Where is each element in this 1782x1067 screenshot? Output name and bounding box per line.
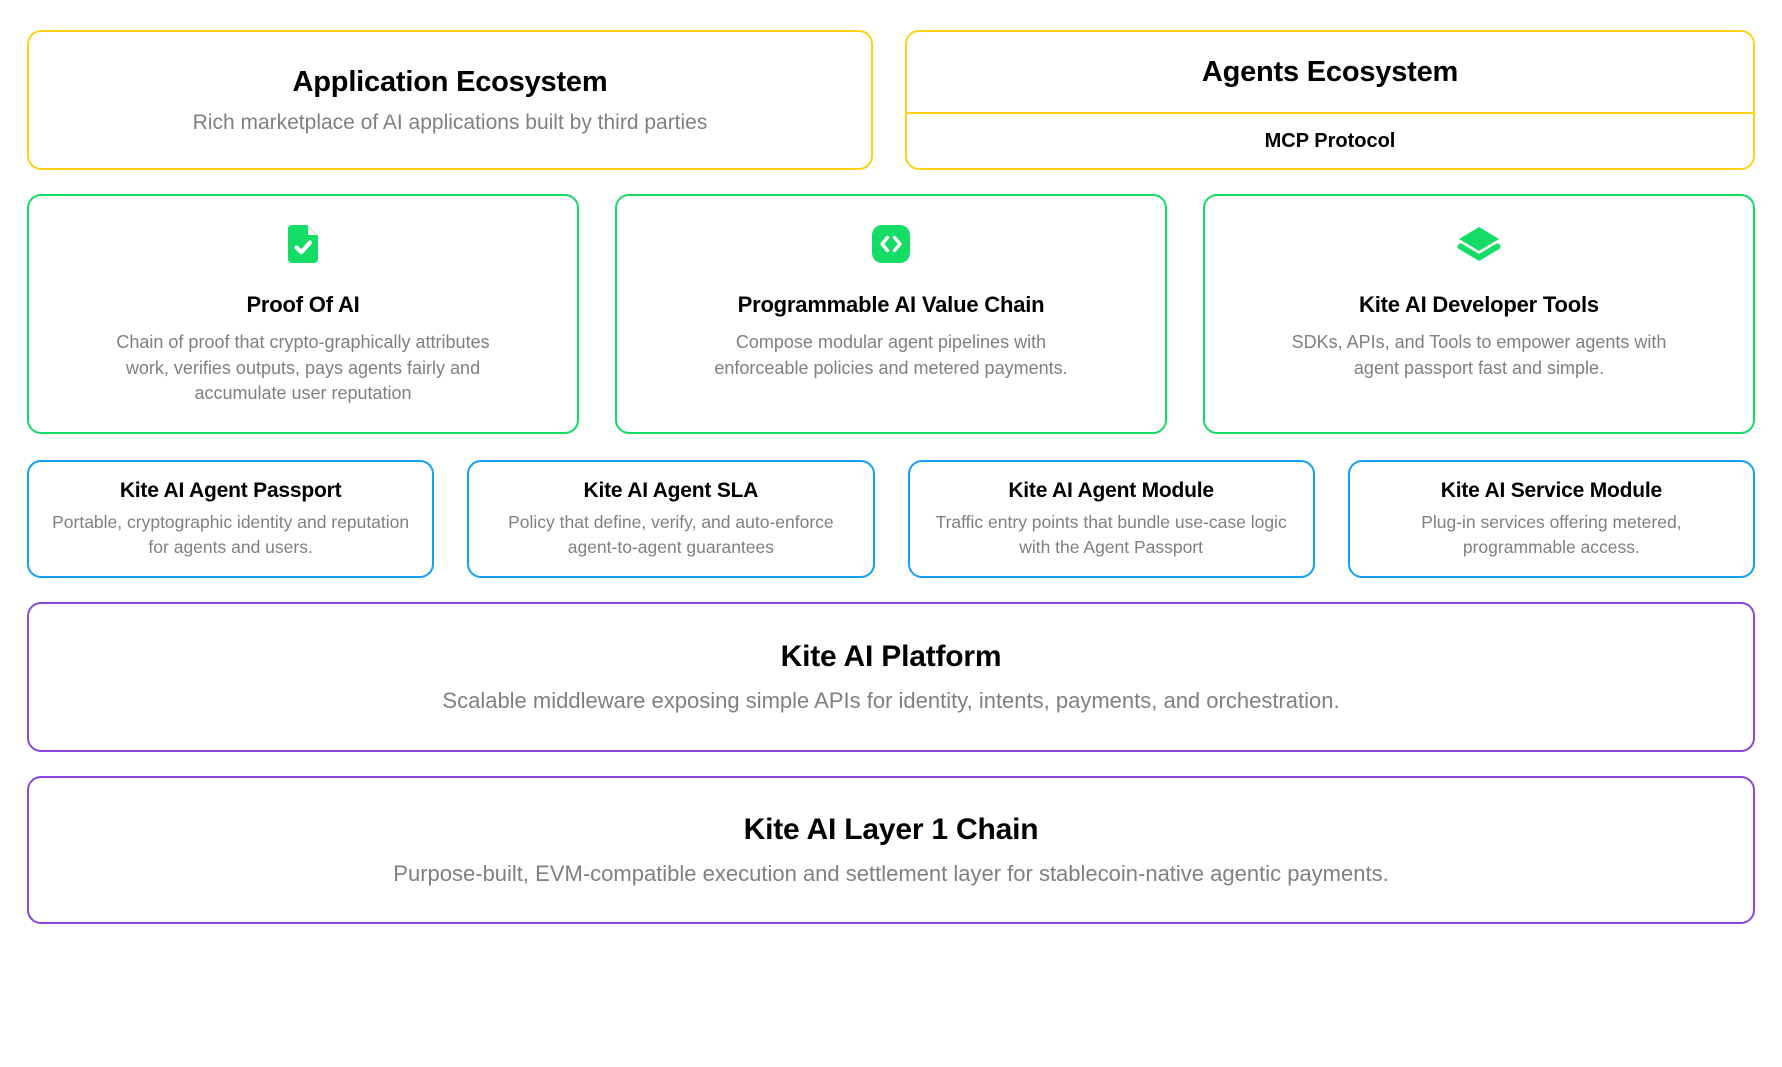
layer-description: Purpose-built, EVM-compatible execution …	[393, 861, 1389, 886]
capability-description: SDKs, APIs, and Tools to empower agents …	[1291, 332, 1667, 378]
layer-card-kite-ai-layer-1-chain[interactable]: Kite AI Layer 1 Chain Purpose-built, EVM…	[27, 776, 1755, 924]
module-description: Portable, cryptographic identity and rep…	[52, 512, 410, 557]
module-card-kite-ai-agent-sla[interactable]: Kite AI Agent SLA Policy that define, ve…	[467, 460, 875, 578]
capability-card-kite-ai-developer-tools[interactable]: Kite AI Developer Tools SDKs, APIs, and …	[1203, 194, 1755, 434]
document-check-icon	[288, 222, 318, 266]
module-card-kite-ai-agent-passport[interactable]: Kite AI Agent Passport Portable, cryptog…	[27, 460, 435, 578]
capability-card-proof-of-ai[interactable]: Proof Of AI Chain of proof that crypto-g…	[27, 194, 579, 434]
capability-description: Chain of proof that crypto-graphically a…	[116, 332, 490, 404]
chain-row: Kite AI Layer 1 Chain Purpose-built, EVM…	[27, 776, 1755, 924]
capabilities-row: Proof Of AI Chain of proof that crypto-g…	[27, 194, 1755, 434]
capability-description: Compose modular agent pipelines with enf…	[714, 332, 1068, 378]
mcp-protocol-strip[interactable]: MCP Protocol	[907, 114, 1753, 168]
code-brackets-icon	[872, 222, 910, 266]
module-description: Plug-in services offering metered, progr…	[1421, 512, 1682, 557]
agents-ecosystem-header: Agents Ecosystem	[907, 32, 1753, 114]
agents-ecosystem-title: Agents Ecosystem	[1201, 55, 1459, 88]
layer-title: Kite AI Layer 1 Chain	[743, 813, 1039, 846]
mcp-protocol-label: MCP Protocol	[1264, 129, 1396, 152]
application-ecosystem-title: Application Ecosystem	[292, 65, 608, 98]
capability-title: Kite AI Developer Tools	[1359, 292, 1599, 317]
layer-title: Kite AI Platform	[780, 640, 1002, 673]
application-ecosystem-description: Rich marketplace of AI applications buil…	[192, 110, 708, 134]
modules-row: Kite AI Agent Passport Portable, cryptog…	[27, 460, 1755, 578]
ecosystem-row: Application Ecosystem Rich marketplace o…	[27, 30, 1755, 170]
module-description: Traffic entry points that bundle use-cas…	[935, 512, 1287, 557]
module-description: Policy that define, verify, and auto-enf…	[508, 512, 834, 557]
layers-stack-icon	[1457, 222, 1501, 266]
module-title: Kite AI Service Module	[1440, 479, 1662, 503]
module-title: Kite AI Agent SLA	[583, 479, 759, 503]
module-title: Kite AI Agent Module	[1008, 479, 1214, 503]
layer-description: Scalable middleware exposing simple APIs…	[442, 688, 1340, 713]
capability-title: Proof Of AI	[246, 292, 360, 317]
capability-card-programmable-ai-value-chain[interactable]: Programmable AI Value Chain Compose modu…	[615, 194, 1167, 434]
module-title: Kite AI Agent Passport	[119, 479, 342, 503]
platform-row: Kite AI Platform Scalable middleware exp…	[27, 602, 1755, 752]
application-ecosystem-card[interactable]: Application Ecosystem Rich marketplace o…	[27, 30, 873, 170]
capability-title: Programmable AI Value Chain	[737, 292, 1045, 317]
module-card-kite-ai-service-module[interactable]: Kite AI Service Module Plug-in services …	[1347, 460, 1755, 578]
agents-ecosystem-card[interactable]: Agents Ecosystem MCP Protocol	[905, 30, 1755, 170]
module-card-kite-ai-agent-module[interactable]: Kite AI Agent Module Traffic entry point…	[907, 460, 1315, 578]
layer-card-kite-ai-platform[interactable]: Kite AI Platform Scalable middleware exp…	[27, 602, 1755, 752]
